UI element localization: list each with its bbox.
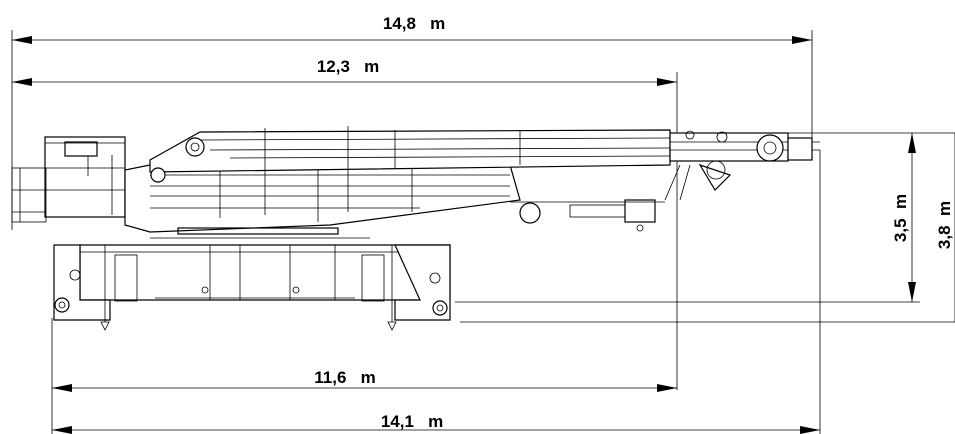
height-outer-label: 3,8 m xyxy=(935,201,954,249)
dimension-track-length: 11,6 m xyxy=(52,368,677,392)
carrier-frame xyxy=(79,244,451,301)
overall-length-bottom-label: 14,1 m xyxy=(381,412,443,431)
superstructure xyxy=(124,164,521,239)
dimension-height-inner: 3,5 m xyxy=(455,133,920,303)
dimension-overall-length-bottom: 14,1 m xyxy=(51,150,821,434)
height-inner-label: 3,5 m xyxy=(891,194,910,242)
dimension-upper-length: 12,3 m xyxy=(12,57,678,390)
operator-cab xyxy=(11,136,126,223)
outrigger-right xyxy=(361,244,451,331)
crane-body xyxy=(11,126,820,331)
dimension-overall-length-top: 14,8 m xyxy=(11,14,813,230)
upper-length-label: 12,3 m xyxy=(317,57,379,76)
winch-assembly xyxy=(510,199,665,232)
track-length-label: 11,6 m xyxy=(314,368,375,387)
outrigger-left xyxy=(53,244,138,331)
telescopic-boom xyxy=(149,126,820,215)
overall-length-top-label: 14,8 m xyxy=(383,14,445,33)
